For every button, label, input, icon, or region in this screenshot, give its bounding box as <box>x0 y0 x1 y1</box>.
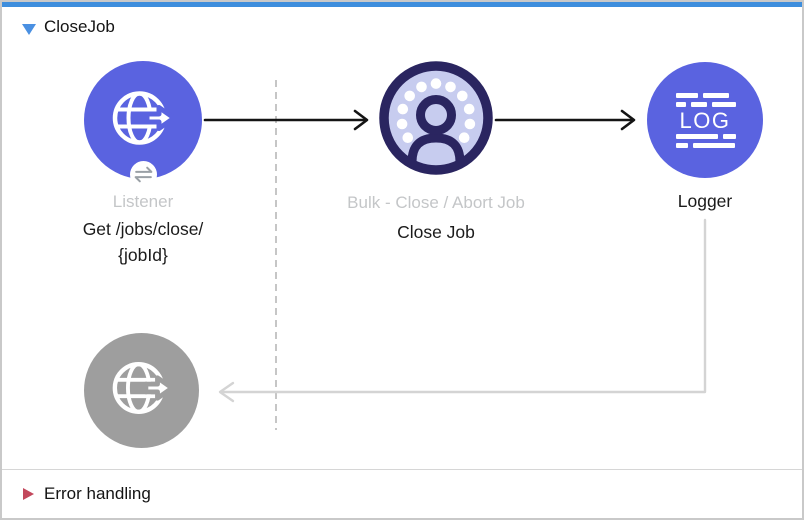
top-accent-bar <box>2 2 802 7</box>
node-listener[interactable] <box>84 61 202 179</box>
error-expand-triangle-icon[interactable] <box>23 488 34 500</box>
listener-caption-line1: Get /jobs/close/ <box>82 219 204 239</box>
globe-arrow-icon <box>110 356 174 425</box>
flow-title[interactable]: CloseJob <box>44 17 115 36</box>
closejob-type-label: Bulk - Close / Abort Job <box>347 193 525 212</box>
closejob-caption: Close Job <box>397 222 475 242</box>
user-dotted-ring-icon <box>379 60 493 180</box>
return-connector-logger-to-response <box>218 218 707 403</box>
logger-caption: Logger <box>677 191 733 211</box>
arrow-listener-to-closejob <box>203 109 369 131</box>
error-section-divider <box>2 469 802 470</box>
log-lines-icon: LOG <box>675 92 736 148</box>
log-icon-text: LOG <box>679 107 731 133</box>
node-logger[interactable]: LOG <box>647 62 763 178</box>
flow-collapse-triangle-icon[interactable] <box>22 24 36 35</box>
exchange-arrows-icon <box>130 161 157 188</box>
listener-type-label: Listener <box>112 192 174 211</box>
error-handling-label[interactable]: Error handling <box>44 484 151 503</box>
arrow-closejob-to-logger <box>494 109 636 131</box>
listener-caption-line2: {jobId} <box>118 245 168 265</box>
node-close-job[interactable] <box>379 60 493 180</box>
globe-arrow-icon <box>110 85 177 156</box>
listener-caption: Get /jobs/close/ {jobId} <box>43 216 243 268</box>
node-response[interactable] <box>84 333 199 448</box>
